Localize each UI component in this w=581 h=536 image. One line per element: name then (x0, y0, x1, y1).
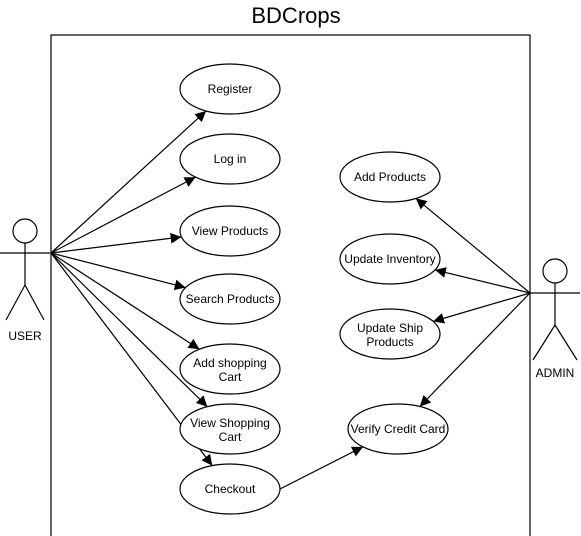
associations (50, 110, 531, 490)
use-case-verify-credit-card: Verify Credit Card (347, 403, 449, 455)
use-case-register-label: Register (208, 82, 253, 96)
use-case-add-cart-label-2: Cart (219, 370, 242, 384)
use-case-add-shopping-cart: Add shopping Cart (179, 343, 281, 395)
association-arrow-user-to-login (50, 176, 196, 254)
association-arrow-admin-to-add-products (415, 197, 531, 294)
actor-admin: ADMIN (530, 258, 580, 380)
use-case-view-products: View Products (179, 205, 281, 257)
association-arrow-admin-to-update-ship (432, 292, 531, 324)
association-arrow-checkout-to-verify-card (279, 446, 364, 490)
use-case-add-products: Add Products (339, 151, 441, 203)
association-arrow-user-to-add-cart (50, 252, 200, 350)
actor-admin-label: ADMIN (536, 366, 575, 380)
actor-user-label: USER (8, 329, 42, 343)
association-arrow-user-to-view-cart (50, 252, 208, 408)
actor-user: USER (0, 218, 50, 343)
stick-figure-icon (530, 258, 580, 361)
use-case-add-cart-label-1: Add shopping (193, 356, 266, 370)
use-case-login: Log in (179, 133, 281, 185)
association-arrow-user-to-view-products (50, 232, 182, 254)
association-arrow-user-to-register (50, 110, 207, 254)
use-case-view-products-label: View Products (192, 224, 268, 238)
use-case-checkout: Checkout (179, 463, 281, 515)
use-case-checkout-label: Checkout (205, 482, 256, 496)
use-cases: Register Log in View Products Search Pro… (179, 63, 449, 515)
use-case-update-inventory: Update Inventory (339, 233, 441, 285)
stick-figure-icon (0, 218, 50, 321)
use-case-view-cart-label-2: Cart (219, 430, 242, 444)
use-case-update-ship-label-1: Update Ship (357, 321, 423, 335)
use-case-add-products-label: Add Products (354, 170, 426, 184)
use-case-update-ship-label-2: Products (366, 335, 413, 349)
use-case-update-inventory-label: Update Inventory (344, 252, 435, 266)
use-case-search-products-label: Search Products (186, 292, 275, 306)
use-case-login-label: Log in (214, 152, 247, 166)
use-case-view-shopping-cart: View Shopping Cart (179, 403, 281, 455)
system-boundary (50, 34, 531, 536)
association-arrow-admin-to-update-inventory (434, 267, 531, 294)
use-case-search-products: Search Products (179, 273, 281, 325)
association-arrow-user-to-search-products (50, 252, 186, 291)
use-case-register: Register (179, 63, 281, 115)
use-case-view-cart-label-1: View Shopping (190, 416, 270, 430)
diagram-title: BDCrops (251, 3, 340, 28)
association-arrow-admin-to-verify-card (419, 292, 531, 407)
use-case-update-ship-products: Update Ship Products (339, 308, 441, 360)
use-case-verify-card-label: Verify Credit Card (351, 422, 446, 436)
